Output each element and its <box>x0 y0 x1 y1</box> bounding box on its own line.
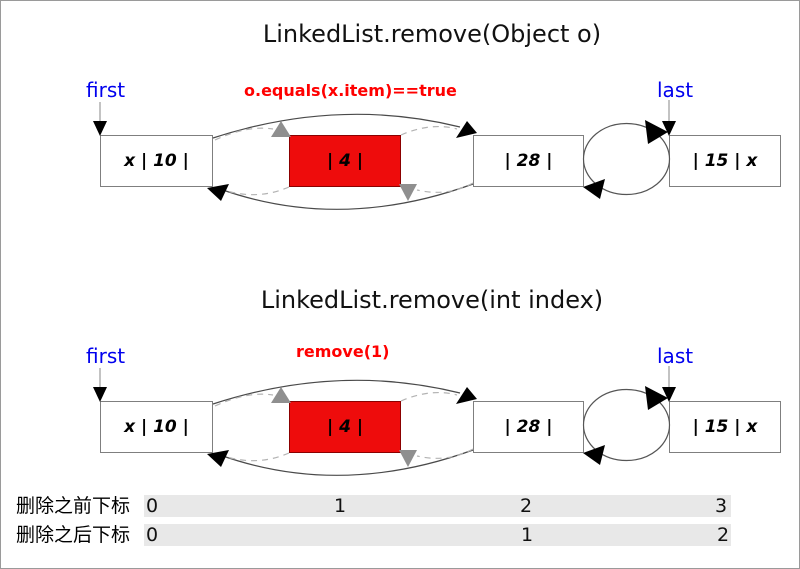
old-link-out-top-arc <box>400 125 458 136</box>
old-link-out-bottom-arc <box>226 186 290 196</box>
diagram1-title: LinkedList.remove(Object o) <box>262 20 602 48</box>
index-before-label: 删除之前下标 <box>16 495 131 517</box>
diagram2-annotation: remove(1) <box>296 342 390 361</box>
index-value: 3 <box>715 495 728 517</box>
first-pointer-arrow-icon <box>93 121 107 136</box>
diagram2-node-4-removed: | 4 | <box>289 401 401 453</box>
index-value: 0 <box>146 495 159 517</box>
diagram2-title: LinkedList.remove(int index) <box>260 286 604 314</box>
old-link-in-top-arc <box>214 127 274 141</box>
index-value: 1 <box>521 524 534 546</box>
new-prev-link-arc <box>219 183 474 210</box>
loop-next-arrowhead-icon <box>645 120 668 144</box>
diagram1-annotation: o.equals(x.item)==true <box>244 81 457 100</box>
diagram2-first-label: first <box>86 344 126 368</box>
old-link-gray-down-arrow-icon <box>399 184 417 201</box>
index-value: 2 <box>717 524 730 546</box>
diagram2-last-label: last <box>657 344 694 368</box>
diagram2-node-15: | 15 | x <box>669 401 781 453</box>
last-pointer-arrow-icon <box>662 121 676 136</box>
loop-prev-arrowhead-icon <box>583 179 605 199</box>
index-value: 0 <box>146 524 159 546</box>
diagram2-node-10: x | 10 | <box>100 401 213 453</box>
link-loop-ellipse <box>582 122 671 196</box>
old-link-in-bottom-arc <box>416 182 474 193</box>
diagram1-node-15: | 15 | x <box>669 135 781 187</box>
index-value: 2 <box>520 495 533 517</box>
old-link-gray-up-arrow-icon <box>271 121 291 137</box>
diagram1-node-4-removed: | 4 | <box>289 135 401 187</box>
diagram1-node-10: x | 10 | <box>100 135 213 187</box>
diagram1-first-label: first <box>86 78 126 102</box>
index-after-band: 0 1 2 <box>144 524 731 546</box>
index-before-band: 0 1 2 3 <box>144 495 731 517</box>
index-value: 1 <box>334 495 347 517</box>
index-after-label: 删除之后下标 <box>16 524 131 546</box>
diagram2-node-28: | 28 | <box>473 401 584 453</box>
diagram1-node-28: | 28 | <box>473 135 584 187</box>
diagram1-last-label: last <box>657 78 694 102</box>
